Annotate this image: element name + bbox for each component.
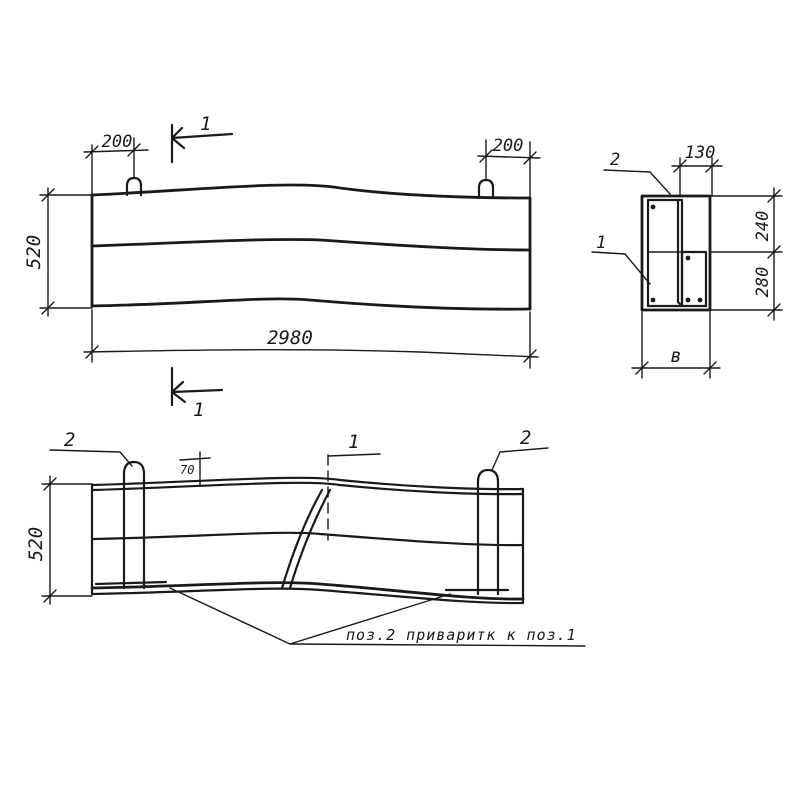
- diagonal-bar: [288, 488, 332, 590]
- section-marker-label: 1: [193, 399, 204, 421]
- section-marker-bottom: 1: [170, 366, 224, 421]
- beam-mid-line: [90, 238, 532, 252]
- rebar-dot: [685, 297, 691, 303]
- lifting-loop-right: [477, 178, 495, 199]
- leader-pos-2-right: [491, 447, 549, 471]
- bar-top-1: [90, 476, 525, 491]
- height-dimension: 520: [25, 527, 47, 561]
- height-dimension: 520: [23, 235, 45, 269]
- dim-tick: [43, 589, 57, 603]
- length-dimension: 2980: [267, 327, 313, 349]
- dim-tick: [127, 143, 141, 157]
- loop-offset-left: 200: [102, 132, 133, 152]
- dim-tick: [479, 149, 493, 163]
- weld-note-shelf: [289, 643, 586, 647]
- bar-top-2: [90, 481, 525, 496]
- pos-1-label: 1: [596, 233, 606, 253]
- leader-pos-2-left: [49, 449, 133, 467]
- dim-tick: [523, 349, 537, 363]
- dim-tick: [85, 345, 99, 359]
- lifting-loop-right: [476, 468, 500, 596]
- cage-lower: [680, 250, 708, 308]
- pos-2-label: 2: [610, 150, 620, 170]
- rebar-dot: [650, 297, 656, 303]
- dim-tick: [767, 245, 781, 259]
- rebar-dot: [685, 255, 691, 261]
- pos-1-label: 1: [348, 431, 359, 453]
- leader-pos-2: [603, 169, 671, 195]
- beam-bottom-edge: [90, 297, 532, 311]
- dim-line-length: [83, 348, 539, 358]
- dim-tick: [767, 189, 781, 203]
- cross-section: 2 1 130 240 280 в: [591, 143, 783, 379]
- loop-bar: [676, 198, 684, 308]
- dim-tick: [635, 361, 649, 375]
- dim-tick: [41, 301, 55, 315]
- rebar-dot: [697, 297, 703, 303]
- rebar-dot: [650, 204, 656, 210]
- dim-tick: [767, 303, 781, 317]
- weld-note: поз.2 приваритк к поз.1: [346, 626, 577, 644]
- section-marker-label: 1: [200, 113, 211, 135]
- upper-height-dimension: 240: [753, 211, 773, 242]
- lower-height-dimension: 280: [753, 267, 773, 298]
- dim-tick: [703, 361, 717, 375]
- pos-2-left-label: 2: [64, 429, 75, 451]
- beam-top-edge: [90, 183, 532, 200]
- bar-bottom-2: [90, 587, 525, 605]
- loop-offset-right: 200: [493, 136, 524, 156]
- lifting-loop-left: [122, 460, 146, 590]
- bar-mid: [90, 531, 525, 547]
- bar-bottom-1: [90, 581, 525, 601]
- width-dimension: в: [670, 345, 681, 367]
- pos-2-right-label: 2: [520, 427, 531, 449]
- dim-line-loop-left: [83, 149, 149, 153]
- dim-tick: [41, 188, 55, 202]
- weld-left: [94, 580, 168, 586]
- reinforcement-view: 2 2 1 70 520 поз.2 приваритк к поз.1: [25, 427, 586, 647]
- dim-tick: [43, 477, 57, 491]
- section-outline: [640, 194, 712, 312]
- section-marker-top: 1: [170, 113, 234, 164]
- dim-tick: [85, 145, 99, 159]
- dim-tick: [705, 159, 719, 173]
- cover-dimension: 70: [180, 463, 194, 477]
- dim-tick: [523, 151, 537, 165]
- dim-line-cover: [179, 457, 211, 461]
- leader-pos-1: [591, 251, 651, 285]
- dim-tick: [673, 159, 687, 173]
- diagonal-bar: [280, 488, 324, 590]
- top-dimension: 130: [685, 143, 716, 163]
- leader-pos-1: [327, 453, 381, 457]
- beam-elevation: 520 2980 200 200 1 1: [23, 113, 541, 421]
